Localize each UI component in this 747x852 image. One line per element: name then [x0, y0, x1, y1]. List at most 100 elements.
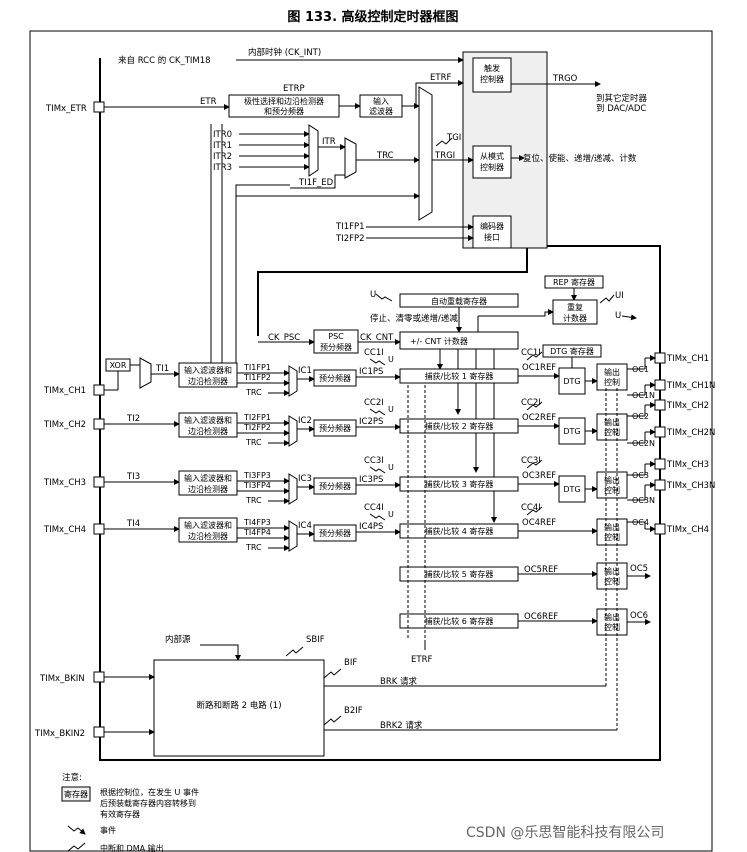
- trgi-label: TRGI: [434, 151, 455, 161]
- prescaler-3: [313, 477, 357, 495]
- svg-text:输出: 输出: [604, 612, 620, 622]
- svg-text:预分频器: 预分频器: [319, 528, 351, 538]
- svg-text:事件: 事件: [100, 825, 116, 835]
- pin-out_ch2: [654, 399, 666, 411]
- prescaler-1: [313, 369, 357, 387]
- interrupt-icon: [67, 842, 86, 852]
- tgi-label: TGI: [446, 133, 461, 143]
- svg-text:中断和 DMA 输出: 中断和 DMA 输出: [100, 843, 164, 852]
- svg-text:控制器: 控制器: [480, 74, 504, 84]
- svg-text:输入滤波器和: 输入滤波器和: [184, 520, 232, 530]
- svg-text:捕获/比较 3 寄存器: 捕获/比较 3 寄存器: [425, 479, 494, 489]
- ic1-mux: [288, 365, 298, 397]
- svg-text:和预分频器: 和预分频器: [264, 106, 304, 116]
- svg-text:输出: 输出: [604, 522, 620, 532]
- output-control-2: [596, 413, 628, 441]
- svg-text:控制器: 控制器: [480, 162, 504, 172]
- svg-text:TI2FP2: TI2FP2: [335, 234, 365, 244]
- svg-text:OC6REF: OC6REF: [524, 612, 558, 622]
- ck-cnt-label: CK_CNT: [360, 333, 394, 343]
- svg-text:IC2: IC2: [298, 416, 312, 426]
- pin-out_ch1n: [654, 379, 666, 391]
- svg-text:U: U: [388, 405, 394, 414]
- itr-label: ITR: [322, 137, 336, 147]
- svg-text:接口: 接口: [484, 232, 500, 242]
- bif-label: BIF: [344, 658, 357, 668]
- input-filter-edge-4: [178, 517, 238, 543]
- pin-out_ch3n-label: TIMx_CH3N: [666, 481, 715, 491]
- svg-text:后预装载寄存器内容转移到: 后预装载寄存器内容转移到: [100, 798, 196, 808]
- pin-out_ch3-label: TIMx_CH3: [666, 460, 709, 470]
- ic2-mux: [288, 415, 298, 447]
- svg-text:输入滤波器和: 输入滤波器和: [184, 473, 232, 483]
- diagram-title: 图 133. 高级控制定时器框图: [287, 9, 458, 25]
- svg-text:计数器: 计数器: [563, 313, 587, 323]
- pin-ch3: [93, 476, 105, 488]
- internal-clock-label: 内部时钟 (CK_INT): [248, 47, 321, 58]
- svg-text:捕获/比较 1 寄存器: 捕获/比较 1 寄存器: [425, 371, 494, 381]
- etr-label: ETR: [200, 97, 217, 107]
- svg-text:控制: 控制: [604, 427, 620, 437]
- pin-ch1: [93, 384, 105, 396]
- encoder-interface: [472, 215, 512, 249]
- svg-text:预分频器: 预分频器: [319, 373, 351, 383]
- svg-text:IC3: IC3: [298, 474, 312, 484]
- svg-text:控制: 控制: [604, 532, 620, 542]
- svg-text:边沿检测器: 边沿检测器: [188, 531, 228, 541]
- svg-text:触发: 触发: [484, 63, 500, 73]
- svg-text:控制: 控制: [604, 485, 620, 495]
- rcc-source-label: 来自 RCC 的 CK_TIM18: [118, 55, 211, 66]
- svg-text:IC3PS: IC3PS: [359, 475, 383, 485]
- svg-text:OC5REF: OC5REF: [524, 565, 558, 575]
- svg-text:DTG: DTG: [563, 427, 580, 436]
- svg-text:寄存器: 寄存器: [64, 789, 88, 799]
- pin-bkin: [93, 671, 105, 683]
- break-circuit: [153, 659, 325, 757]
- svg-text:ITR2: ITR2: [213, 152, 232, 162]
- svg-text:TI1FP2: TI1FP2: [243, 373, 271, 382]
- legend-title: 注意:: [62, 772, 82, 783]
- svg-text:IC1: IC1: [298, 366, 312, 376]
- svg-text:TI1FP1: TI1FP1: [335, 222, 365, 232]
- pin-ch2: [93, 418, 105, 430]
- b2if-label: B2IF: [344, 706, 363, 716]
- itr-mux: [308, 124, 319, 177]
- svg-text:边沿检测器: 边沿检测器: [188, 426, 228, 436]
- watermark: CSDN @乐思智能科技有限公司: [466, 825, 664, 841]
- output-control-5: [596, 562, 628, 590]
- svg-text:TRC: TRC: [245, 496, 262, 505]
- to-dac-adc: 到 DAC/ADC: [596, 104, 646, 114]
- svg-text:有效寄存器: 有效寄存器: [100, 809, 140, 819]
- pin-ch4-label: TIMx_CH4: [43, 525, 86, 535]
- pin-out_ch1: [654, 352, 666, 364]
- svg-text:OC1REF: OC1REF: [522, 363, 556, 373]
- brk2-request-label: BRK2 请求: [380, 720, 423, 731]
- svg-text:CC1I: CC1I: [521, 348, 541, 358]
- svg-text:U: U: [370, 290, 376, 300]
- svg-text:预分频器: 预分频器: [319, 423, 351, 433]
- outer-frame: [29, 30, 713, 852]
- svg-text:断路和断路 2 电路 (1): 断路和断路 2 电路 (1): [196, 700, 281, 711]
- svg-text:极性选择和边沿检测器: 极性选择和边沿检测器: [244, 96, 324, 106]
- svg-text:OC6: OC6: [630, 611, 648, 621]
- internal-source-label: 内部源: [165, 634, 191, 645]
- pin-out_ch1-label: TIMx_CH1: [666, 354, 709, 364]
- svg-text:DTG 寄存器: DTG 寄存器: [550, 346, 594, 356]
- svg-text:CC2I: CC2I: [364, 398, 384, 408]
- trc-mux: [344, 137, 357, 179]
- svg-text:CC4I: CC4I: [521, 503, 541, 513]
- repetition-counter: [552, 299, 598, 325]
- pin-ch1-label: TIMx_CH1: [43, 386, 86, 396]
- etrf-label: ETRF: [430, 73, 451, 83]
- dtg-2: [558, 417, 586, 445]
- pin-ch4: [93, 523, 105, 535]
- svg-text:预分频器: 预分频器: [319, 481, 351, 491]
- pin-out_ch1n-label: TIMx_CH1N: [666, 381, 715, 391]
- svg-text:U: U: [388, 510, 394, 519]
- timer-boundary: [99, 58, 661, 761]
- pin-etr: [93, 101, 105, 113]
- svg-text:ITR0: ITR0: [213, 130, 232, 140]
- pin-out_ch3: [654, 458, 666, 470]
- output-control-4: [596, 518, 628, 546]
- ti3-label: TI3: [126, 472, 140, 482]
